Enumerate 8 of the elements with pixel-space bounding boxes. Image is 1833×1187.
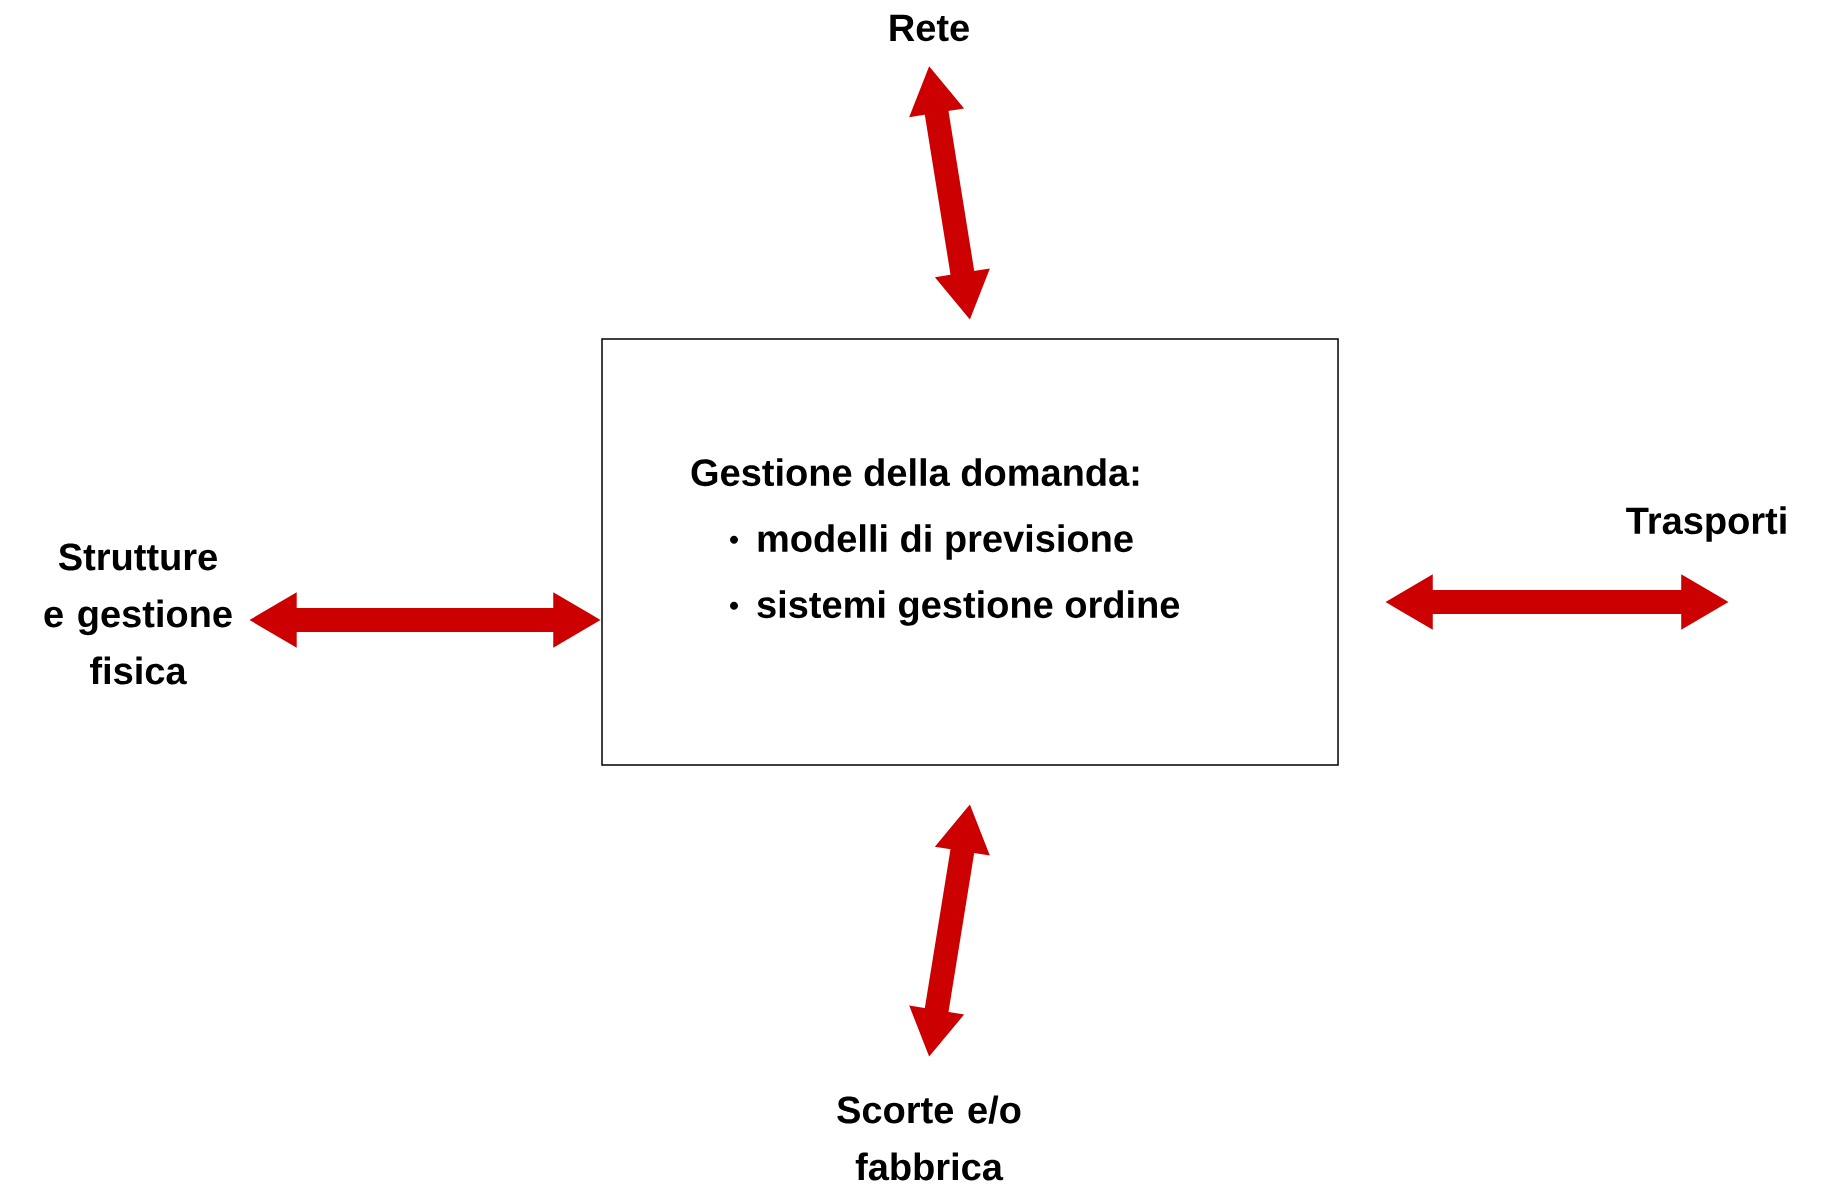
label: Strutture e gestione fisica	[44, 543, 232, 685]
heading: Gestione della domanda:	[691, 458, 1139, 487]
list-item: modelli di previsione	[758, 524, 1133, 560]
label: Scorte e/o fabbrica	[837, 1095, 1021, 1181]
label: Trasporti	[1626, 506, 1786, 542]
list-item: sistemi gestione ordine	[757, 590, 1180, 626]
text-box	[601, 338, 1339, 766]
label: Rete	[890, 14, 969, 42]
